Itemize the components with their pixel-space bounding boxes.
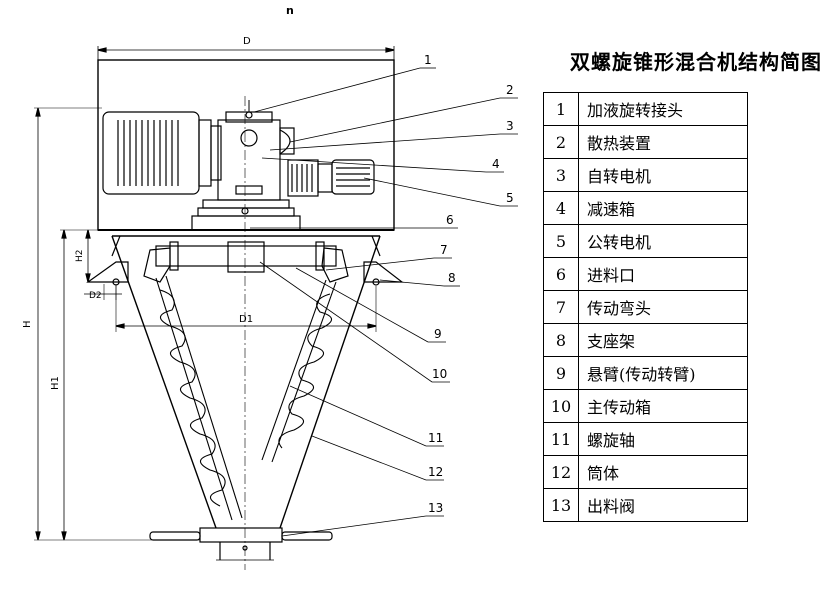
part-name: 筒体 <box>578 455 748 489</box>
part-name: 传动弯头 <box>578 290 748 324</box>
transmission-elbow-left <box>143 247 171 283</box>
part-number: 10 <box>543 389 579 423</box>
dim-label-h: H <box>22 320 33 328</box>
top-mark: n <box>286 4 294 17</box>
dim-label-d2: D2 <box>89 291 102 301</box>
mixer-structure-drawing: D D1 D2 H H1 H2 1 2 3 4 5 6 7 8 9 10 11 … <box>22 36 518 570</box>
main-transmission-box <box>227 241 265 273</box>
callout-12: 12 <box>428 465 443 479</box>
part-number: 5 <box>543 224 579 258</box>
callout-6: 6 <box>446 213 454 227</box>
callout-1: 1 <box>424 53 432 67</box>
part-name: 出料阀 <box>578 488 748 522</box>
heat-dissipation-device <box>287 159 333 197</box>
figure-title: 双螺旋锥形混合机结构简图 <box>570 50 822 74</box>
screw-shaft-right <box>261 279 337 463</box>
part-number: 6 <box>543 257 579 291</box>
dim-label-d1: D1 <box>239 314 253 325</box>
self-rotation-motor <box>102 111 222 195</box>
cantilever-arm <box>155 241 337 271</box>
callout-8: 8 <box>448 271 456 285</box>
callout-2: 2 <box>506 83 514 97</box>
part-number: 13 <box>543 488 579 522</box>
part-name: 散热装置 <box>578 125 748 159</box>
dim-label-h2: H2 <box>75 250 85 263</box>
reducer-gearbox <box>217 100 295 201</box>
revolution-motor <box>331 159 375 195</box>
part-name: 公转电机 <box>578 224 748 258</box>
callout-5: 5 <box>506 191 514 205</box>
dim-label-d: D <box>243 36 251 47</box>
part-number: 4 <box>543 191 579 225</box>
part-name: 加液旋转接头 <box>578 92 748 126</box>
part-number: 3 <box>543 158 579 192</box>
callout-13: 13 <box>428 501 443 515</box>
screw-shaft-left <box>155 275 243 521</box>
callout-4: 4 <box>492 157 500 171</box>
part-number: 7 <box>543 290 579 324</box>
part-number: 11 <box>543 422 579 456</box>
callout-10: 10 <box>432 367 447 381</box>
callout-9: 9 <box>434 327 442 341</box>
cone-vessel <box>111 235 381 529</box>
transmission-elbow-right <box>321 247 349 283</box>
part-number: 9 <box>543 356 579 390</box>
part-name: 悬臂(传动转臂) <box>578 356 748 390</box>
callout-7: 7 <box>440 243 448 257</box>
part-name: 主传动箱 <box>578 389 748 423</box>
part-number: 1 <box>543 92 579 126</box>
part-name: 减速箱 <box>578 191 748 225</box>
dim-label-h1: H1 <box>50 376 61 390</box>
part-number: 12 <box>543 455 579 489</box>
part-number: 8 <box>543 323 579 357</box>
part-name: 螺旋轴 <box>578 422 748 456</box>
part-name: 自转电机 <box>578 158 748 192</box>
part-name: 支座架 <box>578 323 748 357</box>
part-number: 2 <box>543 125 579 159</box>
callout-11: 11 <box>428 431 443 445</box>
part-name: 进料口 <box>578 257 748 291</box>
callout-3: 3 <box>506 119 514 133</box>
